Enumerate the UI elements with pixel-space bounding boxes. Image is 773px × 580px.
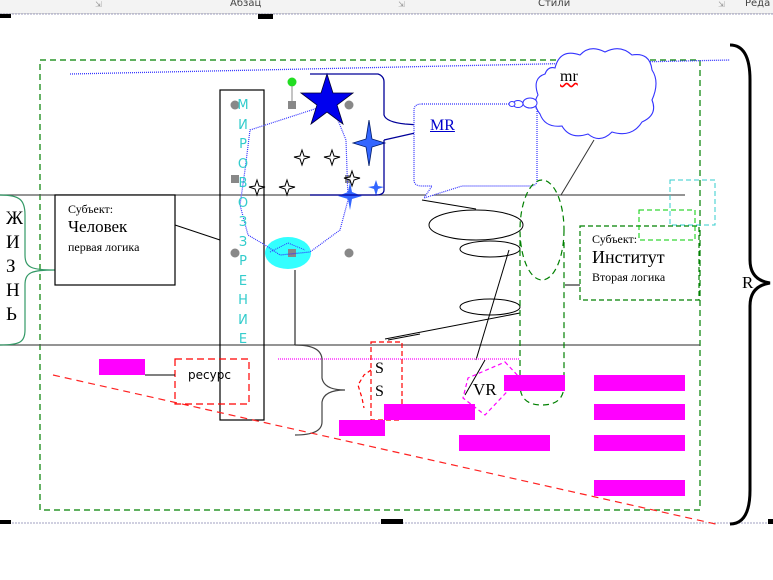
r-label: R <box>742 273 754 292</box>
worldview-freeform[interactable] <box>239 104 349 256</box>
worldview-letter: З <box>238 215 248 230</box>
worldview-box[interactable] <box>219 89 265 421</box>
worldview-letter: М <box>237 98 249 113</box>
connector-line[interactable] <box>384 312 521 340</box>
life-letter: Ь <box>6 304 17 325</box>
dialog-launcher-icon[interactable]: ⇲ <box>398 0 405 9</box>
rotation-handle[interactable] <box>287 77 297 87</box>
worldview-letter: Р <box>239 137 247 152</box>
resource-label[interactable]: ресурс <box>188 368 231 382</box>
r-brace[interactable] <box>729 43 771 526</box>
ribbon-bar: ⇲ Абзац ⇲ Стили ⇲ Реда <box>0 0 773 14</box>
four-point-star-icon[interactable] <box>351 119 387 167</box>
ribbon-group-styles: Стили <box>538 0 571 9</box>
outline-star-icon[interactable] <box>343 169 361 188</box>
worldview-letter: О <box>237 195 249 211</box>
green-dashed-rect[interactable] <box>638 209 696 241</box>
worldview-letter: О <box>237 156 249 172</box>
magenta-bar[interactable] <box>384 404 475 420</box>
magenta-bar[interactable] <box>594 480 685 496</box>
life-letter: Ж <box>6 208 24 229</box>
magenta-bars <box>99 359 685 496</box>
mr-callout-label[interactable]: MR <box>430 117 455 134</box>
connector-line[interactable] <box>421 199 477 210</box>
subject-right-caption: Субъект: <box>592 232 638 246</box>
selection-handle[interactable] <box>288 249 296 257</box>
dialog-launcher-icon[interactable]: ⇲ <box>718 0 725 9</box>
selection-handle[interactable] <box>344 100 354 110</box>
subject-left-title: Человек <box>68 217 128 236</box>
magenta-bar[interactable] <box>594 435 685 451</box>
small-star-icon[interactable] <box>368 180 384 196</box>
worldview-letter: Е <box>238 273 248 289</box>
worldview-letter: Н <box>238 293 248 308</box>
outline-star-icon[interactable] <box>278 178 296 197</box>
outline-star-icon[interactable] <box>248 178 266 197</box>
green-dashed-column[interactable] <box>519 240 565 406</box>
mr-cloud-label[interactable]: mr <box>560 68 578 85</box>
resource-box[interactable] <box>174 358 250 405</box>
life-letter: Н <box>6 280 20 301</box>
ribbon-group-editing: Реда <box>745 0 771 9</box>
ellipse-shape[interactable] <box>459 240 521 258</box>
selection-handle[interactable] <box>288 101 296 109</box>
subject-right-box[interactable] <box>579 225 700 301</box>
magenta-bar[interactable] <box>594 404 685 420</box>
magenta-bar[interactable] <box>594 375 685 391</box>
s-label-1: S <box>375 360 384 377</box>
cyan-dashed-square[interactable] <box>669 179 716 226</box>
selection-handle[interactable] <box>231 175 239 183</box>
outline-star-icon[interactable] <box>293 148 311 167</box>
outer-frame[interactable] <box>39 59 701 511</box>
connector-line[interactable] <box>174 224 221 241</box>
s-label-2: S <box>375 383 384 400</box>
subject-left-subtitle: первая логика <box>68 240 140 254</box>
selection-handle[interactable] <box>230 100 240 110</box>
red-dashed-diagonal[interactable] <box>52 374 721 526</box>
worldview-letter: З <box>238 234 248 250</box>
subject-left-box[interactable] <box>54 194 176 286</box>
small-star-icon[interactable] <box>338 182 362 210</box>
magenta-bar[interactable] <box>99 359 145 375</box>
margin-handle[interactable] <box>381 519 403 524</box>
worldview-letter: Е <box>238 332 248 347</box>
ellipse-shape[interactable] <box>428 209 524 241</box>
lower-brace[interactable] <box>294 344 346 436</box>
ribbon-group-paragraph: Абзац <box>230 0 262 9</box>
margin-handle[interactable] <box>258 14 273 19</box>
green-dashed-ellipse[interactable] <box>519 179 565 281</box>
big-star-icon[interactable] <box>299 72 355 126</box>
margin-handle[interactable] <box>0 14 11 18</box>
subject-left-caption: Субъект: <box>68 202 114 216</box>
vr-label: VR <box>473 380 497 399</box>
margin-handle[interactable] <box>768 519 773 524</box>
worldview-letter: И <box>238 117 248 133</box>
margin-handle[interactable] <box>0 520 11 524</box>
selection-handle[interactable] <box>230 248 240 258</box>
mr-callout[interactable] <box>413 103 538 200</box>
outline-star-icon[interactable] <box>323 148 341 167</box>
magenta-bar[interactable] <box>504 375 565 391</box>
worldview-letter: И <box>238 312 248 328</box>
subject-right-subtitle: Вторая логика <box>592 270 666 284</box>
outline-stars <box>248 148 361 197</box>
worldview-letter: В <box>238 176 248 191</box>
blue-bracket-line[interactable] <box>310 73 461 129</box>
mr-cloud[interactable] <box>534 48 657 140</box>
magenta-bar[interactable] <box>339 420 385 436</box>
connector-line[interactable] <box>475 249 510 361</box>
subject-right-title: Институт <box>592 247 665 267</box>
cloud-connector[interactable] <box>560 139 595 196</box>
life-letter: И <box>6 232 20 253</box>
life-letter: З <box>6 256 16 277</box>
worldview-letter: Р <box>239 254 247 269</box>
magenta-bar[interactable] <box>459 435 550 451</box>
dialog-launcher-icon[interactable]: ⇲ <box>95 0 102 9</box>
selection-handle[interactable] <box>344 248 354 258</box>
